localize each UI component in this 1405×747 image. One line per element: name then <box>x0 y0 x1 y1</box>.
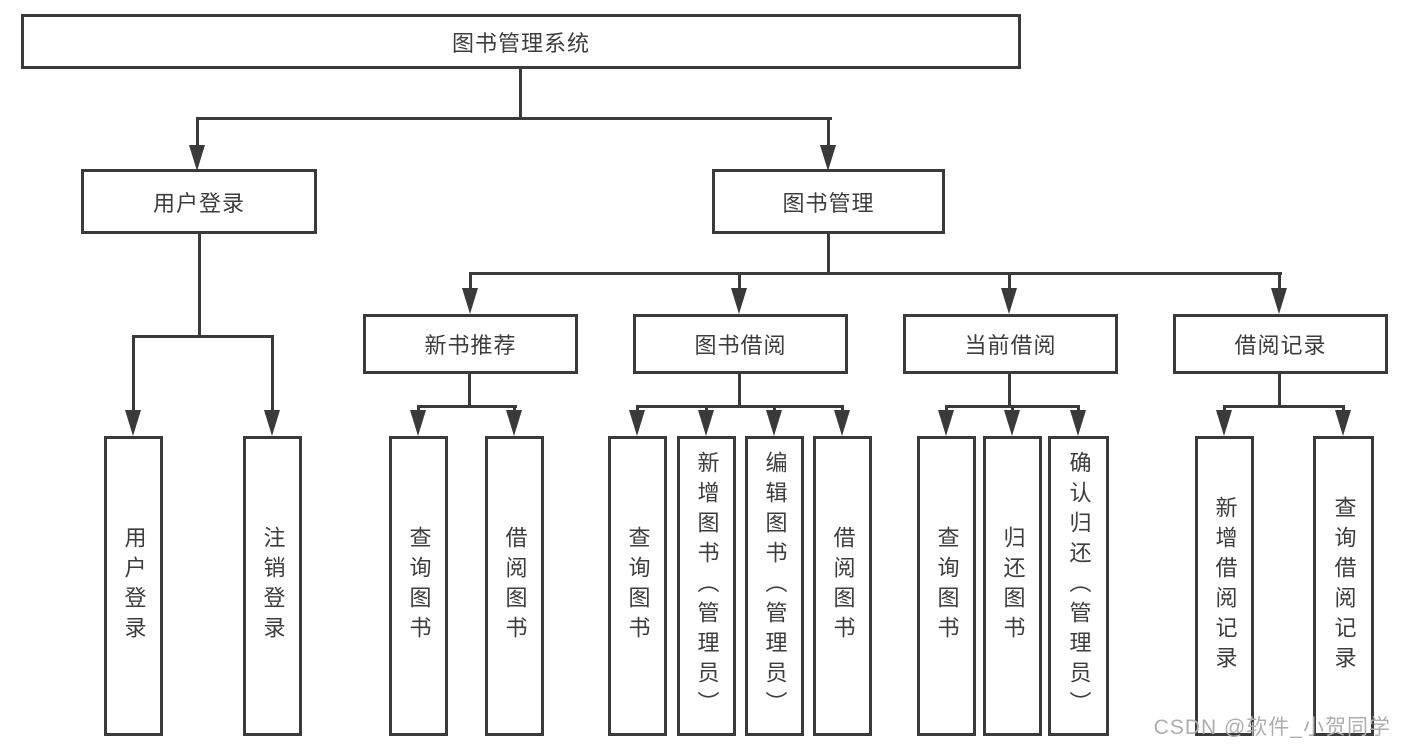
node-book-management-branch: 图书管理 <box>712 169 945 234</box>
node-book-borrow: 图书借阅 <box>633 314 848 374</box>
connector-line <box>1223 405 1226 413</box>
leaf-recommend-query-books-label: 查询图书 <box>406 526 432 646</box>
connector-arrowhead <box>1001 288 1017 314</box>
connector-arrowhead <box>629 410 645 436</box>
node-borrow-record-label: 借阅记录 <box>1234 333 1327 358</box>
node-current-borrow-label: 当前借阅 <box>964 333 1057 358</box>
connector-arrowhead <box>506 410 522 436</box>
connector-arrowhead <box>1271 288 1287 314</box>
connector-line <box>827 117 830 148</box>
connector-arrowhead <box>410 410 426 436</box>
leaf-record-query: 查询借阅记录 <box>1313 436 1374 736</box>
watermark: CSDN @软件_小贺同学 <box>1153 716 1391 739</box>
connector-arrowhead <box>1216 410 1232 436</box>
connector-line <box>132 335 135 411</box>
connector-line <box>636 405 639 413</box>
leaf-current-query-books: 查询图书 <box>917 436 976 736</box>
connector-line <box>513 405 516 413</box>
connector-line <box>417 405 420 413</box>
connector-line <box>1278 374 1281 407</box>
node-current-borrow: 当前借阅 <box>903 314 1118 374</box>
leaf-user-login-label: 用户登录 <box>121 526 147 646</box>
node-new-book-recommend-label: 新书推荐 <box>424 333 517 358</box>
leaf-recommend-borrow-books: 借阅图书 <box>485 436 544 736</box>
connector-line <box>468 374 471 407</box>
connector-line <box>417 405 517 408</box>
connector-line <box>469 272 472 290</box>
node-user-login-branch: 用户登录 <box>81 169 317 234</box>
connector-line <box>1077 405 1080 413</box>
connector-arrowhead <box>834 410 850 436</box>
connector-line <box>469 272 1282 275</box>
connector-arrowhead <box>125 410 141 436</box>
node-new-book-recommend: 新书推荐 <box>363 314 578 374</box>
connector-line <box>132 335 274 338</box>
leaf-record-add-label: 新增借阅记录 <box>1212 496 1238 676</box>
connector-line <box>1011 405 1014 413</box>
connector-line <box>1278 272 1281 290</box>
leaf-borrow-add-books-admin-label: 新增图书（管理员） <box>694 451 720 721</box>
leaf-borrow-borrow-books: 借阅图书 <box>813 436 872 736</box>
node-borrow-record: 借阅记录 <box>1173 314 1388 374</box>
connector-line <box>1223 405 1345 408</box>
leaf-current-return-books: 归还图书 <box>983 436 1042 736</box>
leaf-record-query-label: 查询借阅记录 <box>1331 496 1357 676</box>
connector-line <box>738 272 741 290</box>
connector-line <box>827 234 830 274</box>
connector-line <box>271 335 274 411</box>
leaf-logout-label: 注销登录 <box>260 526 286 646</box>
leaf-recommend-borrow-books-label: 借阅图书 <box>502 526 528 646</box>
connector-line <box>636 405 844 408</box>
node-root-label: 图书管理系统 <box>451 30 590 56</box>
connector-line <box>1008 272 1011 290</box>
connector-line <box>1342 405 1345 413</box>
connector-arrowhead <box>698 410 714 436</box>
leaf-recommend-query-books: 查询图书 <box>389 436 448 736</box>
node-book-borrow-label: 图书借阅 <box>694 333 787 358</box>
node-root-system: 图书管理系统 <box>21 14 1021 69</box>
connector-arrowhead <box>462 288 478 314</box>
connector-line <box>945 405 948 413</box>
connector-arrowhead <box>1335 410 1351 436</box>
node-user-login-label: 用户登录 <box>152 190 245 216</box>
connector-line <box>773 405 776 413</box>
leaf-current-query-books-label: 查询图书 <box>934 526 960 646</box>
connector-arrowhead <box>1070 410 1086 436</box>
leaf-borrow-add-books-admin: 新增图书（管理员） <box>677 436 736 736</box>
connector-line <box>519 68 522 118</box>
connector-line <box>196 117 199 148</box>
connector-line <box>738 374 741 407</box>
connector-line <box>198 234 201 337</box>
leaf-current-return-books-label: 归还图书 <box>1000 526 1026 646</box>
leaf-borrow-query-books-label: 查询图书 <box>625 526 651 646</box>
leaf-borrow-query-books: 查询图书 <box>608 436 667 736</box>
connector-arrowhead <box>1004 410 1020 436</box>
node-book-management-label: 图书管理 <box>782 190 875 216</box>
leaf-current-confirm-return-admin: 确认归还（管理员） <box>1048 436 1109 736</box>
leaf-current-confirm-return-admin-label: 确认归还（管理员） <box>1066 451 1092 721</box>
leaf-borrow-edit-books-admin: 编辑图书（管理员） <box>745 436 804 736</box>
connector-line <box>1008 374 1011 407</box>
connector-arrowhead <box>264 410 280 436</box>
connector-arrowhead <box>820 145 836 171</box>
leaf-borrow-borrow-books-label: 借阅图书 <box>830 526 856 646</box>
leaf-logout: 注销登录 <box>243 436 302 736</box>
leaf-user-login: 用户登录 <box>104 436 163 736</box>
connector-line <box>196 117 832 120</box>
leaf-record-add: 新增借阅记录 <box>1195 436 1254 736</box>
connector-arrowhead <box>189 145 205 171</box>
leaf-borrow-edit-books-admin-label: 编辑图书（管理员） <box>762 451 788 721</box>
connector-arrowhead <box>766 410 782 436</box>
connector-line <box>841 405 844 413</box>
connector-arrowhead <box>938 410 954 436</box>
connector-arrowhead <box>731 288 747 314</box>
connector-line <box>705 405 708 413</box>
